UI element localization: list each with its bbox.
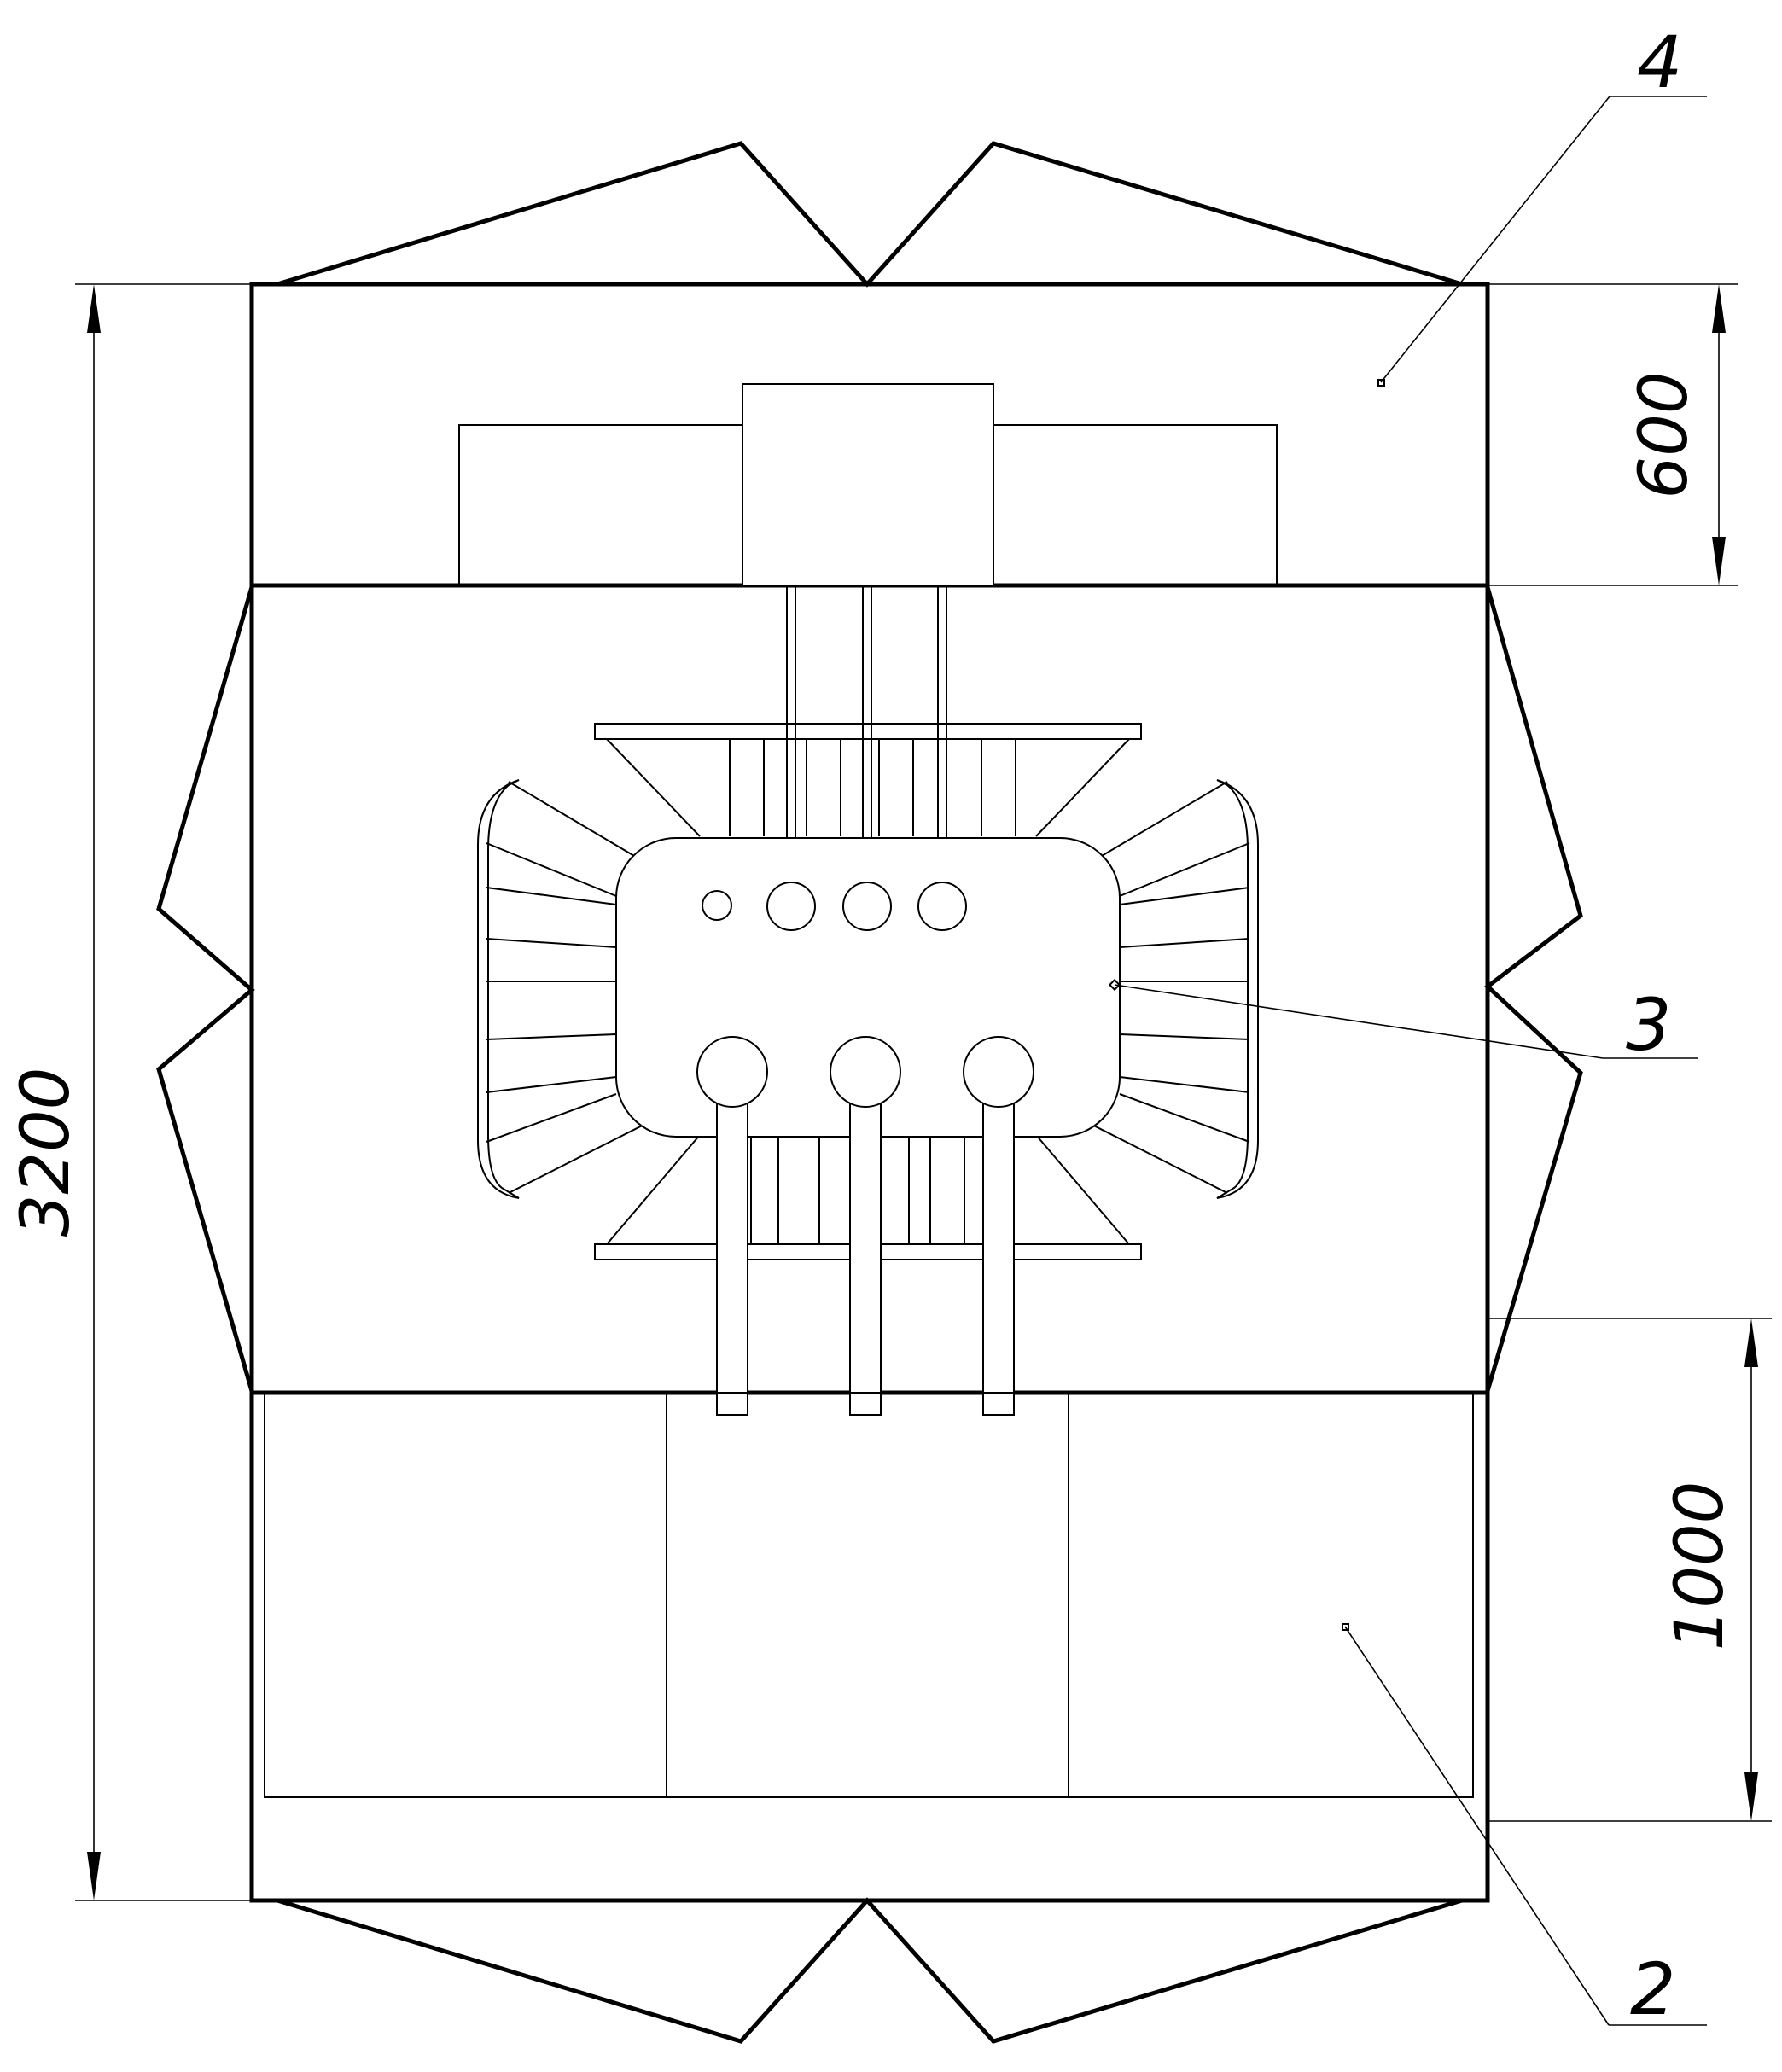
dimension-bottom-section xyxy=(1488,1318,1772,1822)
dimension-1000-label: 1000 xyxy=(1662,1481,1738,1651)
top-tray-slats xyxy=(729,739,1016,836)
callout-4-label: 4 xyxy=(1637,20,1682,104)
callout-3-label: 3 xyxy=(1626,983,1671,1067)
dimension-overall-height xyxy=(75,283,252,1901)
dimension-top-section xyxy=(1488,283,1738,586)
dimension-3200-label: 3200 xyxy=(8,1068,84,1237)
high-voltage-bushings xyxy=(696,1036,1034,1416)
central-unit xyxy=(477,723,1259,1416)
top-section-blocks xyxy=(458,383,1278,907)
callout-leaders xyxy=(1114,96,1707,2026)
dimension-600-label: 600 xyxy=(1626,372,1703,499)
right-radiator-fan xyxy=(1061,779,1259,1199)
low-voltage-bushings xyxy=(702,882,967,931)
callout-2-label: 2 xyxy=(1630,1947,1675,2031)
bottom-section-cells xyxy=(264,1392,1474,1798)
